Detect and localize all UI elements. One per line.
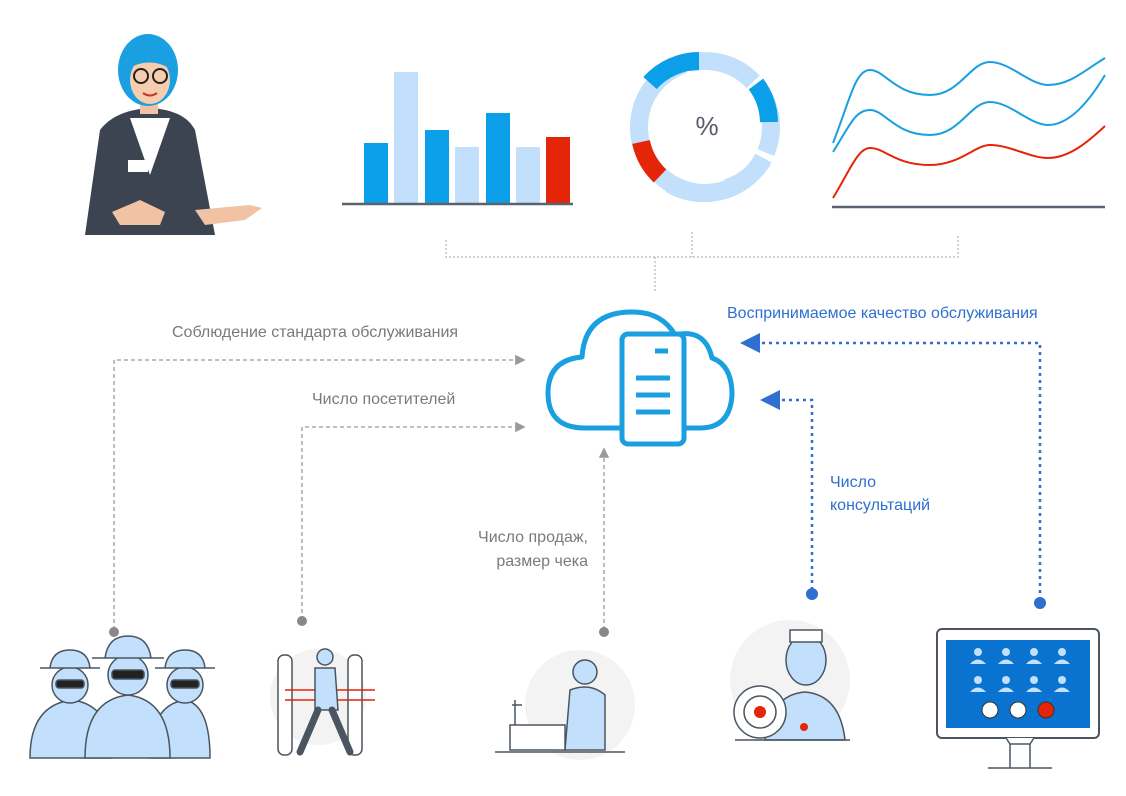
blue-flow-arrows <box>740 333 1042 600</box>
feedback-monitor-icon <box>936 628 1100 769</box>
sales-label-line2: размер чека <box>496 553 588 570</box>
visitors-arrow <box>301 421 526 620</box>
gray-flow-arrows <box>113 354 610 630</box>
perceived-quality-label: Воспринимаемое качество обслуживания <box>727 305 1038 322</box>
sales-label-line1: Число продаж, <box>478 529 588 546</box>
visitors-label: Число посетителей <box>312 391 456 408</box>
service-standard-arrow <box>113 354 526 630</box>
donut-percent-label: % <box>695 111 718 141</box>
consultant-nurse-icon <box>730 620 850 741</box>
donut-chart-icon <box>630 52 780 203</box>
charts-connector <box>445 232 959 292</box>
presenter-woman-icon <box>85 34 262 235</box>
line-chart-icon <box>832 57 1106 209</box>
consultations-arrow <box>760 390 814 590</box>
service-standard-label: Соблюдение стандарта обслуживания <box>172 324 459 341</box>
consultations-label-line2: консультаций <box>830 497 931 514</box>
consultations-label-line1: Число <box>830 474 877 491</box>
turnstile-visitor-icon <box>270 648 375 756</box>
bar-chart-icon <box>342 72 573 206</box>
cashier-icon <box>495 650 635 760</box>
perceived-quality-arrow <box>740 333 1042 600</box>
cloud-server-icon <box>545 309 735 447</box>
mystery-shoppers-icon <box>29 635 215 759</box>
